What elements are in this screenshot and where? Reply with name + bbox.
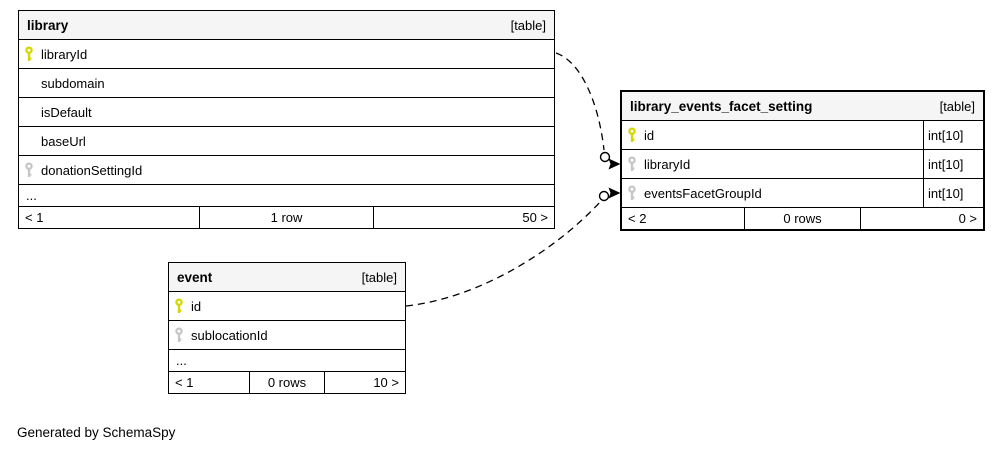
column-row-baseUrl[interactable]: baseUrl — [19, 126, 554, 155]
table-header: event [table] — [169, 263, 405, 291]
foreign-key-icon — [628, 156, 636, 171]
pager-prev[interactable]: < 2 — [628, 211, 647, 226]
pager-prev[interactable]: < 1 — [25, 210, 44, 225]
foreign-key-icon — [25, 162, 33, 177]
column-name: subdomain — [41, 75, 105, 91]
column-name: donationSettingId — [41, 162, 143, 178]
table-type-tag: [table] — [939, 98, 975, 114]
column-row-isDefault[interactable]: isDefault — [19, 97, 554, 126]
relationship-arrowhead-icon — [608, 187, 621, 199]
icon-cell — [19, 46, 39, 62]
foreign-key-icon — [175, 327, 183, 342]
column-row-donationSettingId[interactable]: donationSettingId — [19, 155, 554, 184]
pager-row-count: 1 row — [198, 207, 375, 228]
pager-row-count: 0 rows — [743, 208, 862, 229]
column-row-libraryId[interactable]: libraryId int[10] — [622, 149, 983, 178]
relationship-zero-circle-icon — [598, 190, 610, 202]
icon-cell — [622, 156, 642, 172]
table-library[interactable]: library [table] libraryId subdomain isDe… — [18, 10, 555, 229]
primary-key-icon — [25, 46, 33, 61]
pager-next[interactable]: 0 > — [958, 211, 978, 226]
icon-cell — [169, 298, 189, 314]
table-title[interactable]: event — [177, 269, 213, 285]
foreign-key-icon — [628, 185, 636, 200]
column-name: libraryId — [644, 156, 691, 172]
column-row-id[interactable]: id — [169, 291, 405, 320]
relationship-zero-circle-icon — [599, 151, 611, 163]
more-columns-ellipsis: ... — [19, 184, 554, 206]
column-name: id — [191, 298, 202, 314]
column-row-libraryId[interactable]: libraryId — [19, 39, 554, 68]
table-pager: < 1 0 rows 10 > — [169, 371, 405, 393]
pager-row-count: 0 rows — [249, 372, 325, 393]
column-name: id — [644, 127, 655, 143]
column-name: sublocationId — [191, 327, 268, 343]
column-type: int[10] — [923, 150, 983, 178]
pager-next[interactable]: 10 > — [373, 375, 399, 390]
table-type-tag: [table] — [510, 17, 546, 33]
column-row-id[interactable]: id int[10] — [622, 120, 983, 149]
column-row-sublocationId[interactable]: sublocationId — [169, 320, 405, 349]
table-header: library_events_facet_setting [table] — [622, 92, 983, 120]
table-pager: < 1 1 row 50 > — [19, 206, 554, 228]
column-type: int[10] — [923, 179, 983, 207]
column-name: baseUrl — [41, 133, 86, 149]
column-row-eventsFacetGroupId[interactable]: eventsFacetGroupId int[10] — [622, 178, 983, 207]
column-name: libraryId — [41, 46, 88, 62]
relationship-line-library-to-facet-setting — [555, 52, 605, 151]
table-type-tag: [table] — [361, 269, 397, 285]
primary-key-icon — [175, 298, 183, 313]
column-row-subdomain[interactable]: subdomain — [19, 68, 554, 97]
column-name: isDefault — [41, 104, 92, 120]
generator-credit: Generated by SchemaSpy — [17, 425, 176, 440]
table-pager: < 2 0 rows 0 > — [622, 207, 983, 229]
relationship-arrowhead-icon — [608, 158, 621, 170]
column-type: int[10] — [923, 121, 983, 149]
table-title[interactable]: library_events_facet_setting — [630, 98, 813, 114]
primary-key-icon — [628, 127, 636, 142]
table-event[interactable]: event [table] id sublocationId ... < 1 0… — [168, 262, 406, 394]
table-library-events-facet-setting[interactable]: library_events_facet_setting [table] id … — [620, 90, 985, 231]
icon-cell — [19, 162, 39, 178]
table-title[interactable]: library — [27, 17, 69, 33]
column-name: eventsFacetGroupId — [644, 185, 762, 201]
table-header: library [table] — [19, 11, 554, 39]
pager-prev[interactable]: < 1 — [175, 375, 194, 390]
icon-cell — [169, 327, 189, 343]
pager-next[interactable]: 50 > — [522, 210, 549, 225]
icon-cell — [622, 185, 642, 201]
more-columns-ellipsis: ... — [169, 349, 405, 371]
icon-cell — [622, 127, 642, 143]
